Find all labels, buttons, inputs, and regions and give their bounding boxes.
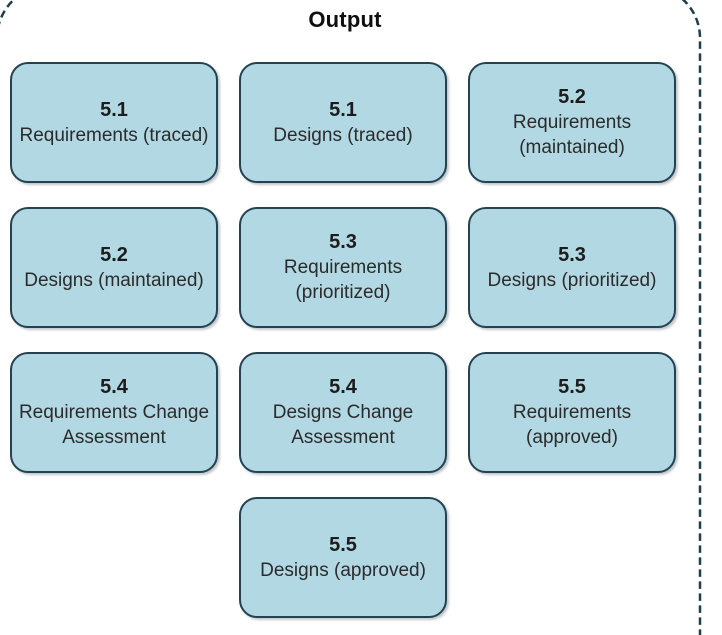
output-box-designs-traced: 5.1 Designs (traced) xyxy=(239,62,447,183)
box-label: Requirements Change Assessment xyxy=(18,402,210,448)
box-row-4: 5.5 Designs (approved) xyxy=(239,497,447,618)
output-box-requirements-traced: 5.1 Requirements (traced) xyxy=(10,62,218,183)
output-box-designs-change-assessment: 5.4 Designs Change Assessment xyxy=(239,352,447,473)
box-number: 5.3 xyxy=(558,243,586,266)
box-label: Requirements (maintained) xyxy=(512,112,632,158)
box-row-1: 5.1 Requirements (traced) 5.1 Designs (t… xyxy=(10,62,676,183)
output-box-requirements-maintained: 5.2 Requirements (maintained) xyxy=(468,62,676,183)
box-label: Requirements (prioritized) xyxy=(283,257,403,303)
box-number: 5.2 xyxy=(100,243,128,266)
box-number: 5.2 xyxy=(558,86,586,108)
diagram-title: Output xyxy=(308,7,382,32)
box-number: 5.1 xyxy=(100,98,128,121)
output-box-requirements-approved: 5.5 Requirements (approved) xyxy=(468,352,676,473)
output-box-designs-maintained: 5.2 Designs (maintained) xyxy=(10,207,218,328)
box-label: Designs (maintained) xyxy=(24,269,204,291)
box-label: Designs (prioritized) xyxy=(487,269,657,291)
box-row-3: 5.4 Requirements Change Assessment 5.4 D… xyxy=(10,352,676,473)
box-number: 5.4 xyxy=(329,376,357,398)
box-label: Designs (approved) xyxy=(260,559,426,581)
box-label: Designs (traced) xyxy=(273,124,413,146)
box-label: Requirements (approved) xyxy=(512,402,632,448)
output-box-requirements-prioritized: 5.3 Requirements (prioritized) xyxy=(239,207,447,328)
box-number: 5.4 xyxy=(100,376,128,398)
output-box-designs-prioritized: 5.3 Designs (prioritized) xyxy=(468,207,676,328)
box-label: Requirements (traced) xyxy=(19,124,209,146)
output-box-requirements-change-assessment: 5.4 Requirements Change Assessment xyxy=(10,352,218,473)
box-row-2: 5.2 Designs (maintained) 5.3 Requirement… xyxy=(10,207,676,328)
box-number: 5.5 xyxy=(329,533,357,556)
output-box-designs-approved: 5.5 Designs (approved) xyxy=(239,497,447,618)
box-number: 5.5 xyxy=(558,376,586,398)
box-label: Designs Change Assessment xyxy=(272,402,414,448)
box-number: 5.1 xyxy=(329,98,357,121)
box-number: 5.3 xyxy=(329,231,357,253)
